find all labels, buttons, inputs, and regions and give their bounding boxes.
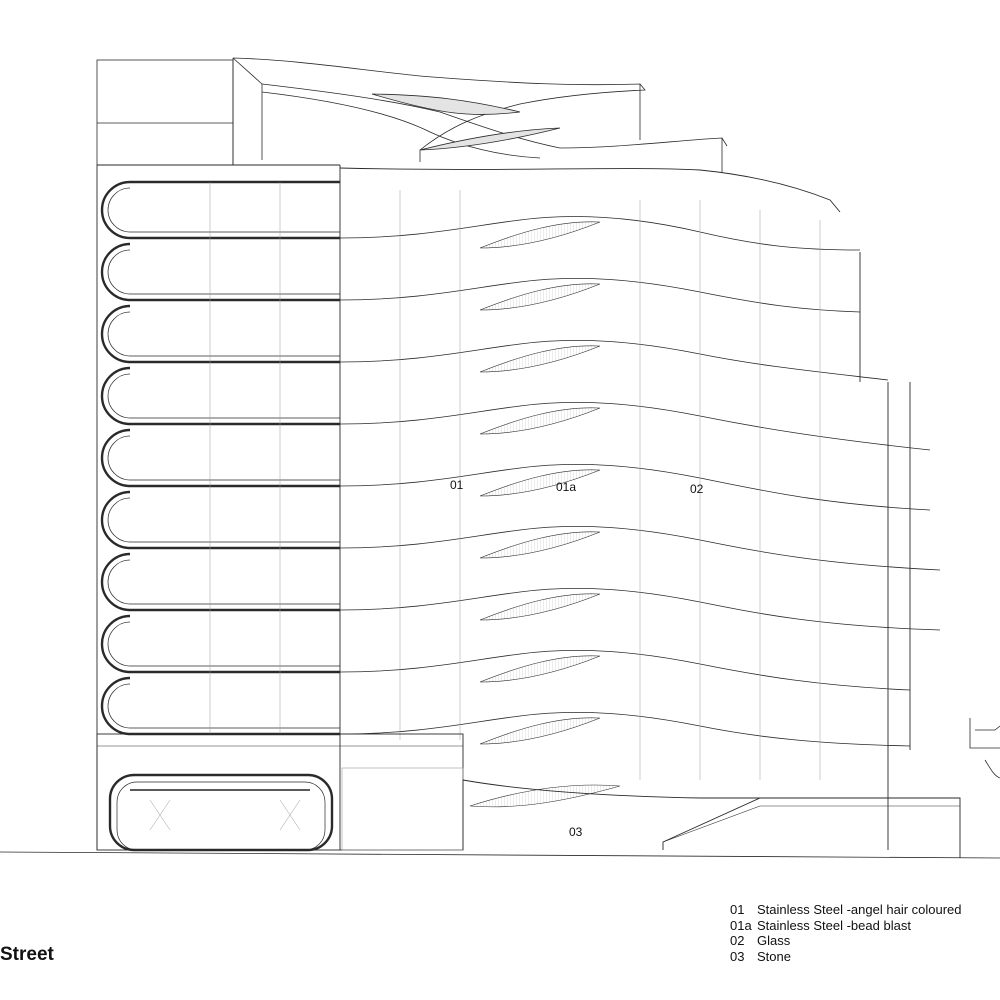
street-label: Street	[0, 944, 54, 965]
floor-slabs	[100, 180, 340, 736]
legend-code: 02	[730, 933, 745, 949]
building-outline	[96, 164, 911, 850]
legend-item: 01 Stainless Steel -angel hair coloured	[730, 902, 962, 918]
legend-item: 01a Stainless Steel -bead blast	[730, 918, 962, 934]
legend-label: Stainless Steel -bead blast	[757, 917, 911, 933]
callout-01: 01	[450, 478, 464, 492]
neighbouring-building	[969, 718, 1000, 779]
ground-floor-podium	[96, 733, 464, 852]
legend-label: Glass	[757, 933, 791, 949]
facade-waves	[339, 216, 941, 747]
legend-item: 02 Glass	[730, 933, 962, 949]
rooftop-penthouse	[96, 57, 728, 172]
callout-03: 03	[569, 825, 583, 839]
callout-01a: 01a	[556, 480, 576, 494]
legend-label: Stone	[757, 948, 791, 964]
legend-item: 03 Stone	[730, 949, 962, 965]
callout-02: 02	[690, 482, 704, 496]
stone-base	[462, 779, 961, 858]
legend-label: Stainless Steel -angel hair coloured	[757, 902, 962, 917]
glazing-mullions	[209, 182, 821, 780]
legend-code: 03	[730, 948, 745, 964]
ground-line	[0, 851, 1000, 859]
legend-code: 01a	[730, 917, 752, 933]
material-legend: 01 Stainless Steel -angel hair coloured …	[730, 902, 962, 964]
steel-fins	[469, 221, 621, 808]
legend-code: 01	[730, 902, 745, 917]
